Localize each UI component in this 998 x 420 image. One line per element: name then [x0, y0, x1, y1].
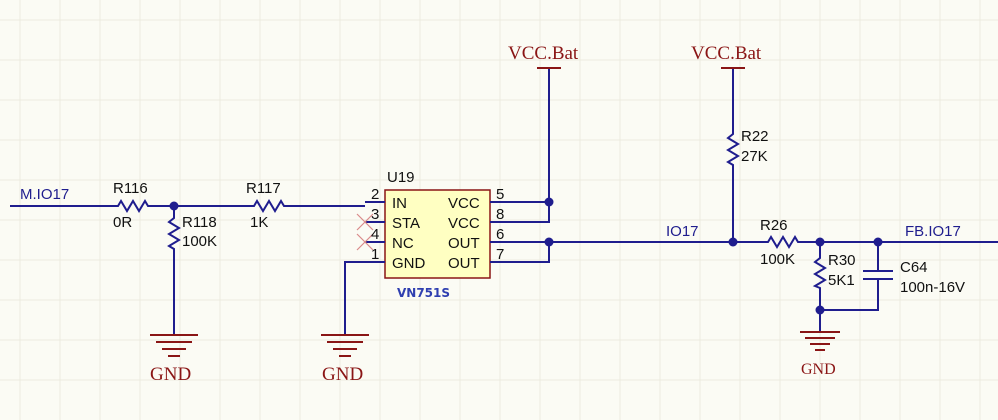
u19-pin-4-name: NC — [392, 235, 414, 252]
r26-ref: R26 — [760, 217, 788, 234]
gnd-1-icon — [150, 334, 198, 357]
u19-pin-1-name: GND — [392, 255, 426, 272]
u19-pin-5-number: 5 — [496, 186, 504, 203]
c64-value: 100n-16V — [900, 279, 965, 296]
wire-u19-gnd[interactable] — [344, 261, 365, 335]
r117-value: 1K — [250, 214, 268, 231]
resistor-r26[interactable]: R26 100K — [760, 217, 802, 268]
resistor-r30[interactable]: R30 5K1 — [812, 252, 856, 290]
resistor-r22[interactable]: R22 27K — [726, 128, 769, 168]
u19-pin-6-number: 6 — [496, 226, 504, 243]
r118-value: 100K — [182, 233, 217, 250]
gnd-1-label: GND — [150, 364, 191, 385]
u19-body — [384, 189, 491, 279]
u19-pin-3-number: 3 — [371, 206, 379, 223]
wire-c64-bottom[interactable] — [820, 279, 879, 311]
gnd-symbol-1[interactable]: GND — [150, 334, 198, 385]
net-label-fb-io17[interactable]: FB.IO17 — [905, 223, 961, 240]
r117-ref: R117 — [246, 180, 281, 197]
u19-pin-1-number: 1 — [371, 246, 379, 263]
u19-pin-7-number: 7 — [496, 246, 504, 263]
gnd-2-icon — [321, 334, 369, 357]
u19-pin-4-number: 4 — [371, 226, 379, 243]
gnd-3-icon — [800, 331, 840, 351]
r26-symbol — [760, 235, 802, 249]
r116-value: 0R — [113, 214, 132, 231]
junction-c64 — [873, 237, 883, 247]
u19-pin-2-number: 2 — [371, 186, 379, 203]
u19-pin-6-name: OUT — [448, 235, 480, 252]
gnd-2-label: GND — [322, 364, 363, 385]
ic-u19[interactable]: U19 2 IN 3 STA 4 NC 1 GND VCC 5 VCC — [356, 169, 520, 300]
gnd-symbol-2[interactable]: GND — [321, 334, 369, 385]
c64-ref: C64 — [900, 259, 928, 276]
junction-gnd-right — [815, 305, 825, 315]
resistor-r118[interactable]: R118 100K — [167, 212, 217, 254]
r22-value: 27K — [741, 148, 768, 165]
gnd-symbol-3[interactable]: GND — [800, 331, 840, 378]
r22-ref: R22 — [741, 128, 769, 145]
power-port-vcc-right[interactable]: VCC.Bat — [691, 43, 762, 69]
junction-r118 — [169, 201, 179, 211]
r30-symbol — [812, 252, 827, 290]
no-connect-pin-3 — [356, 213, 374, 231]
resistor-r117[interactable]: R117 1K — [244, 180, 296, 231]
u19-pin-8-name: VCC — [448, 215, 480, 232]
u19-part-number: VN751S — [397, 286, 450, 300]
r116-symbol — [108, 199, 158, 213]
junction-r22 — [728, 237, 738, 247]
u19-pin-2-name: IN — [392, 195, 407, 212]
r118-ref: R118 — [182, 214, 217, 231]
wires — [10, 68, 998, 335]
wire-u19-vcc8[interactable] — [520, 202, 550, 223]
u19-pin-5-name: VCC — [448, 195, 480, 212]
u19-pin-8-number: 8 — [496, 206, 504, 223]
vcc-right-label: VCC.Bat — [691, 43, 762, 64]
junction-r30 — [815, 237, 825, 247]
r117-symbol — [244, 199, 296, 213]
u19-pin-3-name: STA — [392, 215, 420, 232]
u19-pin-7-name: OUT — [448, 255, 480, 272]
r116-ref: R116 — [113, 180, 148, 197]
junction-vcc-pins — [544, 197, 554, 207]
resistor-r116[interactable]: R116 0R — [108, 180, 158, 231]
vcc-left-label: VCC.Bat — [508, 43, 579, 64]
r22-symbol — [726, 128, 740, 168]
gnd-3-label: GND — [801, 361, 836, 378]
r30-ref: R30 — [828, 252, 856, 269]
capacitor-c64[interactable]: C64 100n-16V — [863, 259, 965, 296]
u19-ref: U19 — [387, 169, 415, 186]
net-label-io17[interactable]: IO17 — [666, 223, 699, 240]
wire-u19-out7[interactable] — [520, 242, 550, 263]
r118-symbol — [167, 212, 181, 254]
junctions — [169, 197, 883, 315]
no-connect-pin-4 — [356, 233, 374, 251]
r30-value: 5K1 — [828, 272, 855, 289]
r26-value: 100K — [760, 251, 795, 268]
net-label-m-io17[interactable]: M.IO17 — [20, 186, 69, 203]
power-port-vcc-left[interactable]: VCC.Bat — [508, 43, 579, 69]
junction-out-pins — [544, 237, 554, 247]
